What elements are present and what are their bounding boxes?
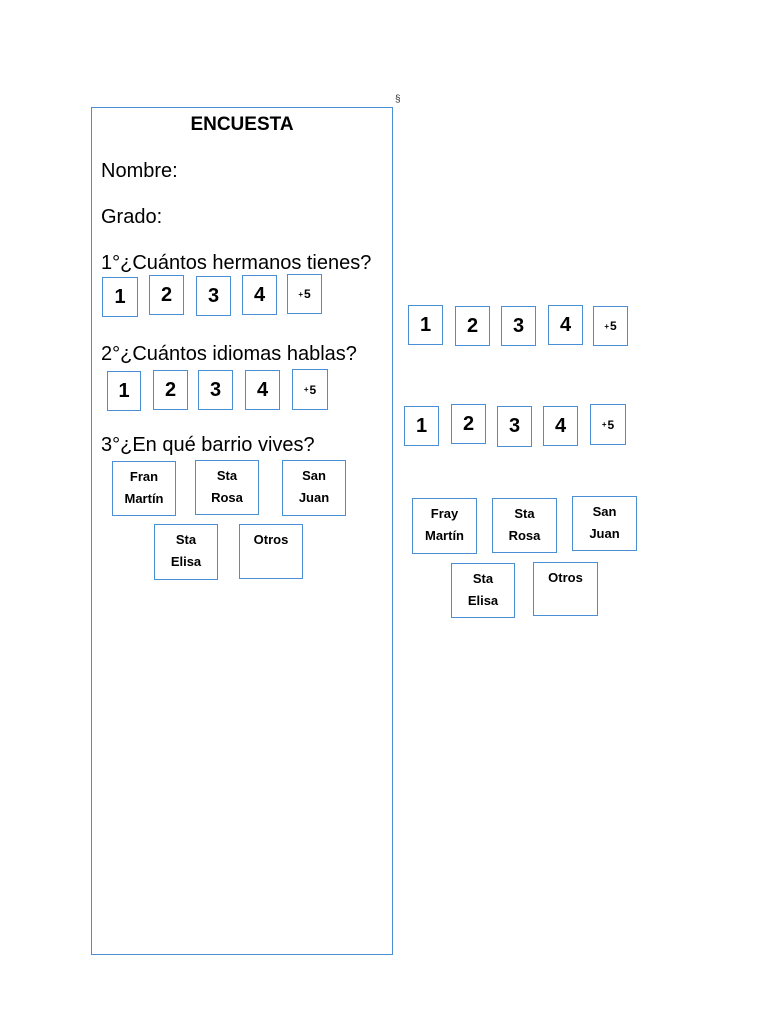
plus-value: 5 <box>309 382 317 397</box>
loose-option-4[interactable]: 4 <box>548 305 583 345</box>
q2-option-more[interactable]: +5 <box>292 369 328 410</box>
q1-option-3[interactable]: 3 <box>196 276 231 316</box>
barrio-otros[interactable]: Otros <box>239 524 303 579</box>
barrio-label: Elisa <box>170 554 202 569</box>
barrio-label: Sta <box>216 468 238 483</box>
plus-sign: + <box>298 289 303 299</box>
grade-label: Grado: <box>101 206 163 228</box>
loose-option-1[interactable]: 1 <box>408 305 443 345</box>
q1-option-4[interactable]: 4 <box>242 275 277 315</box>
question-1: 1°¿Cuántos hermanos tienes? <box>101 252 372 274</box>
barrio-label: Fran <box>129 469 159 484</box>
q2-option-3[interactable]: 3 <box>198 370 233 410</box>
barrio-label: Sta <box>175 532 197 547</box>
barrio-label: Sta <box>472 571 494 586</box>
q2-option-2[interactable]: 2 <box>153 370 188 410</box>
loose-option-more[interactable]: +5 <box>593 306 628 346</box>
q1-option-2[interactable]: 2 <box>149 275 184 315</box>
q1-option-more[interactable]: +5 <box>287 274 322 314</box>
barrio-label: Fray <box>430 506 459 521</box>
loose-option-2[interactable]: 2 <box>451 404 486 444</box>
barrio-label: Juan <box>298 490 330 505</box>
barrio-label: Rosa <box>508 528 541 543</box>
plus-value: 5 <box>607 417 615 432</box>
barrio-label: San <box>302 468 326 483</box>
q2-option-4[interactable]: 4 <box>245 370 280 410</box>
barrio-label: Martín <box>124 491 164 506</box>
barrio-label: Otros <box>253 532 289 547</box>
name-label: Nombre: <box>101 160 178 182</box>
question-2: 2°¿Cuántos idiomas hablas? <box>101 343 357 365</box>
loose-barrio-otros[interactable]: Otros <box>533 562 598 616</box>
barrio-label: Martín <box>425 528 464 543</box>
q1-option-1[interactable]: 1 <box>102 277 138 317</box>
loose-option-3[interactable]: 3 <box>497 406 532 447</box>
loose-option-3[interactable]: 3 <box>501 306 536 346</box>
loose-option-2[interactable]: 2 <box>455 306 490 346</box>
question-3: 3°¿En qué barrio vives? <box>101 434 315 456</box>
plus-sign: + <box>604 321 609 331</box>
loose-option-more[interactable]: +5 <box>590 404 626 445</box>
q2-option-1[interactable]: 1 <box>107 371 141 411</box>
plus-sign: + <box>303 385 309 394</box>
barrio-label: Juan <box>589 526 620 541</box>
plus-value: 5 <box>303 287 311 301</box>
loose-option-4[interactable]: 4 <box>543 406 578 446</box>
barrio-label: San <box>592 504 617 519</box>
loose-option-1[interactable]: 1 <box>404 406 439 446</box>
barrio-label: Rosa <box>211 490 243 505</box>
survey-panel <box>91 107 393 955</box>
section-mark: § <box>395 94 401 105</box>
plus-value: 5 <box>609 319 617 333</box>
barrio-label: Otros <box>548 570 583 585</box>
barrio-label: Sta <box>514 506 535 521</box>
survey-title: ENCUESTA <box>190 114 294 135</box>
plus-sign: + <box>601 420 607 429</box>
barrio-label: Elisa <box>467 593 499 608</box>
